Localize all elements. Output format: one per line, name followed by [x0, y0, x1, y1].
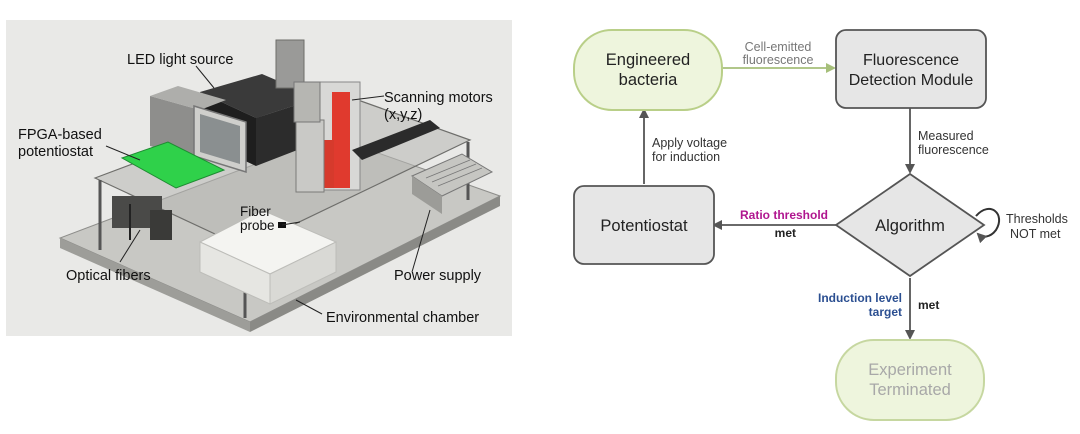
- power-supply-top: [410, 153, 494, 197]
- node-fluorescence-detection-module: [835, 29, 987, 109]
- edge-label-measured-1: Measured: [918, 129, 974, 143]
- edge-label-apply-voltage-2: for induction: [652, 150, 720, 164]
- label-environmental-chamber: Environmental chamber: [326, 310, 479, 326]
- edge-label-ratio-met: met: [775, 226, 796, 240]
- power-supply-front: [412, 176, 442, 214]
- label-fiber-line1: Fiber: [240, 204, 271, 219]
- tower-panel-2: [293, 81, 321, 123]
- node-algorithm-label: Algorithm: [875, 217, 945, 235]
- flowchart: Engineered bacteria Fluorescence Detecti…: [573, 29, 1068, 421]
- node-terminated-line2: Terminated: [869, 381, 951, 399]
- display-screen: [200, 114, 240, 164]
- fpga-board: [120, 141, 226, 189]
- edge-label-induction-met: met: [918, 298, 939, 312]
- node-potentiostat-label: Potentiostat: [600, 217, 688, 235]
- node-engineered-bacteria-line1: Engineered: [606, 51, 690, 69]
- tower-front: [295, 119, 325, 193]
- tower-red: [332, 92, 350, 188]
- label-fpga-line2: potentiostat: [18, 144, 93, 160]
- label-fpga-line1: FPGA-based: [18, 127, 102, 143]
- edge-label-thresholds-2: NOT met: [1010, 227, 1061, 241]
- node-potentiostat: [573, 185, 715, 265]
- edge-label-measured-2: fluorescence: [918, 143, 989, 157]
- node-engineered-bacteria-line2: bacteria: [619, 71, 679, 89]
- edge-label-induction-2: target: [869, 305, 902, 319]
- node-fdm-line2: Detection Module: [849, 72, 974, 89]
- photo-pointers: [105, 65, 431, 315]
- gray-box-top: [150, 86, 226, 110]
- label-fiber-line2: probe: [240, 218, 275, 233]
- optical-hardware-2: [150, 210, 172, 240]
- edge-label-thresholds-1: Thresholds: [1006, 212, 1068, 226]
- label-optical-fibers: Optical fibers: [66, 268, 151, 284]
- edge-label-cell-emitted-2: fluorescence: [743, 53, 814, 67]
- rail-right: [352, 120, 440, 160]
- node-fdm-line1: Fluorescence: [863, 52, 959, 69]
- node-algorithm: [834, 172, 986, 278]
- base-platform-edge: [60, 238, 250, 332]
- tower-panel: [275, 39, 305, 89]
- edge-label-cell-emitted-1: Cell-emitted: [745, 40, 812, 54]
- edge-label-ratio-threshold: Ratio threshold: [740, 208, 828, 222]
- edge-thresholds-loop: [975, 208, 1001, 244]
- base-platform-edge-right: [250, 196, 500, 332]
- node-terminated-line1: Experiment: [868, 361, 952, 379]
- power-supply-vents: [425, 159, 483, 187]
- node-engineered-bacteria: [573, 29, 723, 111]
- node-experiment-terminated: [835, 339, 985, 421]
- instrument-photo: LED light source Scanning motors (x,y,z)…: [6, 20, 512, 336]
- label-power-supply: Power supply: [394, 268, 482, 284]
- edge-label-apply-voltage-1: Apply voltage: [652, 136, 727, 150]
- led-housing-top: [200, 74, 318, 118]
- edge-label-induction-1: Induction level: [818, 291, 902, 305]
- label-led-light-source: LED light source: [127, 52, 233, 68]
- chamber-side: [269, 241, 337, 305]
- label-scanning-motors: Scanning motors: [384, 90, 493, 106]
- label-scanning-axes: (x,y,z): [384, 107, 422, 123]
